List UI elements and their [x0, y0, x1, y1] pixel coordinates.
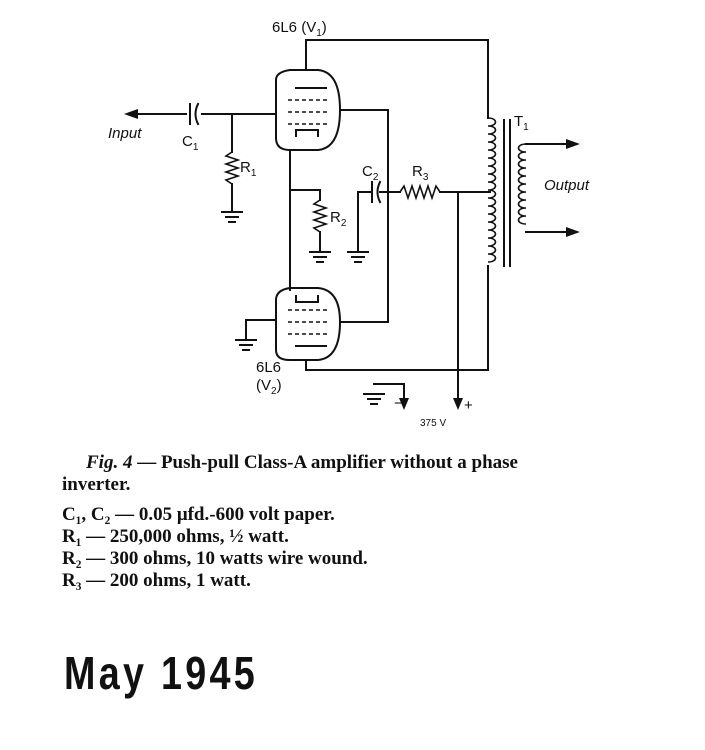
parts-list-item: C₁, C₂ — 0.05 μfd.-600 volt paper.: [62, 504, 335, 525]
resistor-r2: [289, 189, 331, 291]
r2-label: R2: [330, 209, 347, 229]
figure-title: — Push-pull Class-A amplifier without a …: [132, 452, 518, 473]
output-label: Output: [544, 177, 590, 194]
figure-caption: Fig. 4 — Push-pull Class-A amplifier wit…: [62, 452, 682, 592]
supply-lines: [363, 191, 463, 410]
amplifier-schematic: 6L6 (V1) Input C1 R1 R2 C2 R3 T1 Output …: [108, 19, 590, 429]
caption-title-line: Fig. 4 — Push-pull Class-A amplifier wit…: [62, 452, 682, 474]
plus-label: +: [464, 397, 473, 414]
v2-label-line1: 6L6: [256, 359, 281, 376]
v2-label-line2: (V2): [256, 377, 282, 397]
parts-list-item: R₃ — 200 ohms, 1 watt.: [62, 570, 251, 591]
voltage-label: 375 V: [420, 418, 446, 429]
input-label: Input: [108, 125, 142, 142]
parts-list-item: R₁ — 250,000 ohms, ½ watt.: [62, 526, 289, 547]
parts-list: C₁, C₂ — 0.05 μfd.-600 volt paper. R₁ — …: [62, 504, 682, 592]
t1-label: T1: [514, 113, 529, 133]
capacitor-c1: [189, 102, 200, 126]
figure-number: Fig. 4: [86, 452, 133, 473]
capacitor-c2: [347, 180, 389, 263]
resistor-r1: [221, 113, 243, 223]
r3-label: R3: [412, 163, 429, 183]
resistor-r3: [399, 183, 491, 201]
r1-label: R1: [240, 159, 257, 179]
feedback-line: [387, 109, 401, 323]
figure-title-continued: inverter.: [62, 474, 131, 495]
v1-plate-line: [305, 39, 489, 119]
v2-plate-line: [305, 265, 489, 371]
c2-label: C2: [362, 163, 379, 183]
issue-date: May 1945: [64, 647, 259, 699]
tube-v1: [275, 39, 389, 191]
c1-label: C1: [182, 133, 199, 153]
input-line: [124, 109, 277, 119]
parts-list-item: R₂ — 300 ohms, 10 watts wire wound.: [62, 548, 368, 569]
transformer-t1: [487, 117, 580, 267]
tube-v2: [235, 287, 389, 371]
v1-label: 6L6 (V1): [272, 19, 327, 39]
minus-label: −: [394, 395, 403, 412]
